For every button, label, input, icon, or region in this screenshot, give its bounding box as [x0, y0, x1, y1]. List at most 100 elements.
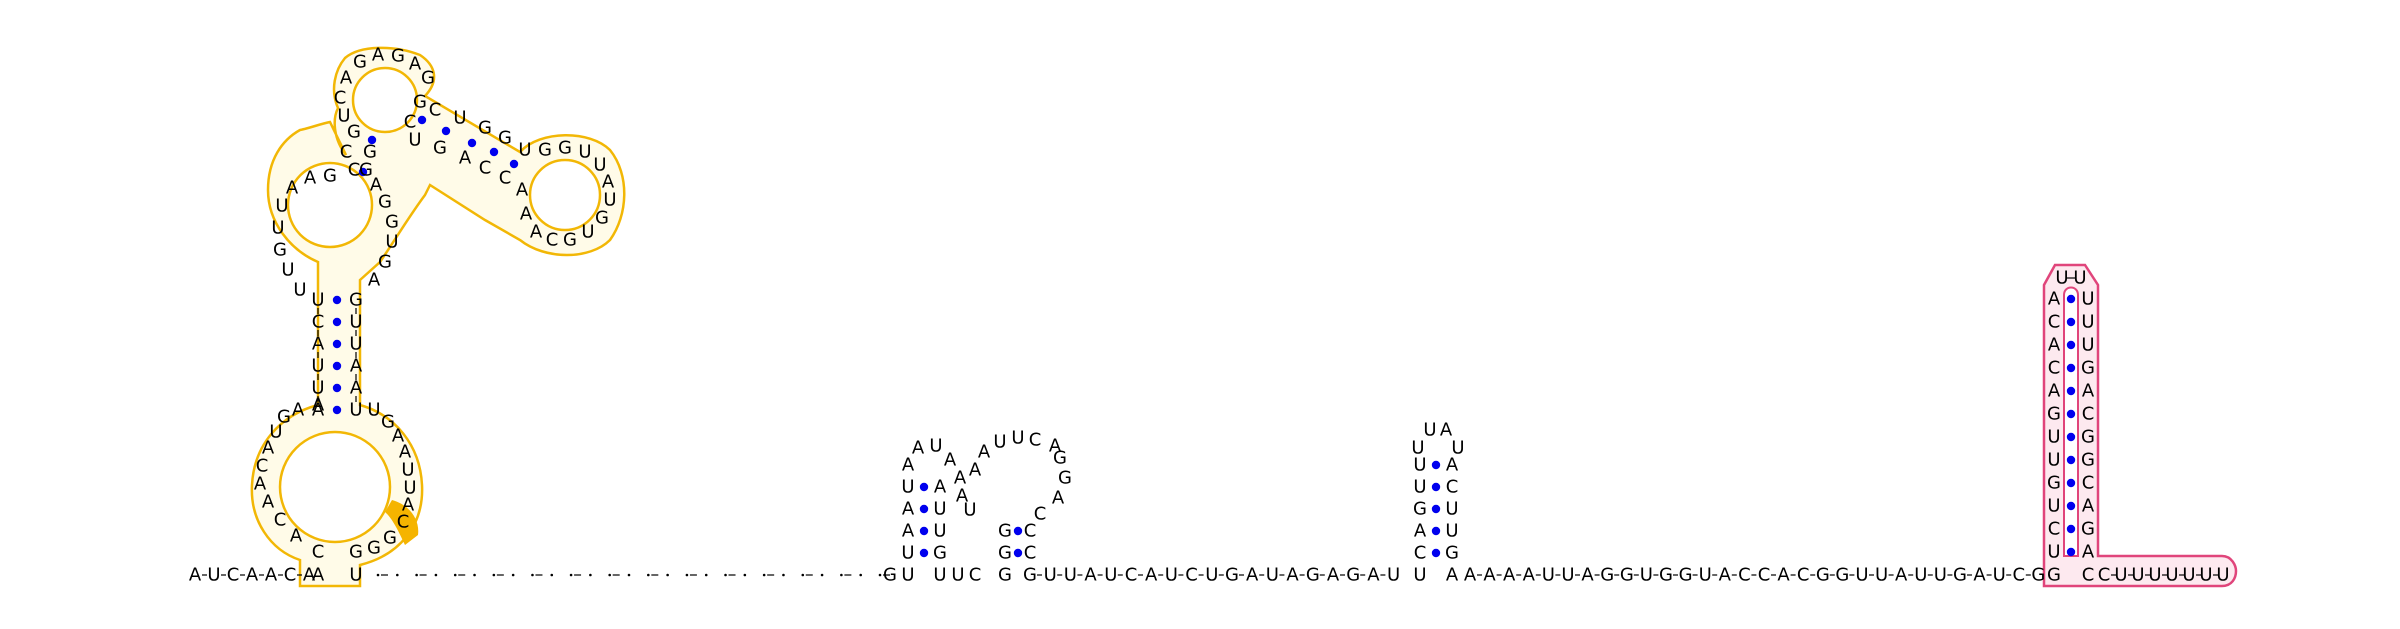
- nucleotide-G: G: [883, 565, 897, 586]
- nucleotide-A: A: [1446, 455, 1459, 476]
- nucleotide-G: G: [998, 543, 1012, 564]
- base-pair-dot: [2066, 317, 2076, 327]
- nucleotide-A: A: [2048, 289, 2061, 310]
- nucleotide-C: C: [227, 565, 240, 586]
- linker-dot: [531, 573, 534, 577]
- nucleotide-A: A: [1440, 420, 1453, 441]
- linker-dot: [492, 573, 496, 577]
- nucleotide-U: U: [408, 130, 421, 151]
- nucleotide-G: G: [933, 543, 947, 564]
- nucleotide-G: G: [498, 128, 512, 149]
- nucleotide-A: A: [2048, 381, 2061, 402]
- base-pair-dot: [919, 504, 929, 514]
- nucleotide-U: U: [349, 334, 362, 355]
- nucleotide-G: G: [273, 240, 287, 261]
- nucleotide-U: U: [2047, 542, 2060, 563]
- nucleotide-U: U: [1451, 438, 1464, 459]
- linker-dot: [434, 573, 438, 577]
- base-pair-dot: [1431, 460, 1441, 470]
- nucleotide-U: U: [2081, 312, 2094, 333]
- nucleotide-G: G: [1346, 565, 1360, 586]
- nucleotide-A: A: [1503, 565, 1516, 586]
- nucleotide-U: U: [349, 400, 362, 421]
- nucleotide-U: U: [603, 190, 616, 211]
- linker-dot: [840, 573, 843, 577]
- nucleotide-G: G: [2081, 519, 2095, 540]
- nucleotide-U: U: [293, 280, 306, 301]
- nucleotide-U: U: [2047, 450, 2060, 471]
- nucleotide-G: G: [1445, 543, 1459, 564]
- nucleotide-U: U: [1914, 565, 1927, 586]
- nucleotide-U: U: [578, 142, 591, 163]
- nucleotide-U: U: [1411, 438, 1424, 459]
- linker-dot: [608, 573, 611, 577]
- base-pair-dot: [332, 295, 342, 305]
- nucleotide-C: C: [2048, 358, 2061, 379]
- nucleotide-U: U: [993, 432, 1006, 453]
- linker-dot: [724, 573, 727, 577]
- nucleotide-A: A: [516, 180, 529, 201]
- nucleotide-A: A: [312, 565, 325, 586]
- nucleotide-A: A: [402, 495, 415, 516]
- nucleotide-G: G: [1816, 565, 1830, 586]
- nucleotide-A: A: [304, 168, 317, 189]
- linker-dot: [685, 573, 689, 577]
- nucleotide-U: U: [337, 106, 350, 127]
- linker-dot: [743, 573, 747, 577]
- nucleotide-U: U: [2081, 335, 2094, 356]
- linker-dot: [762, 573, 766, 577]
- linker-dot: [396, 573, 399, 577]
- gold-inner-hole-middle: [286, 161, 374, 249]
- linker-dot: [511, 573, 515, 577]
- nucleotide-G: G: [2031, 565, 2045, 586]
- nucleotide-U: U: [1445, 499, 1458, 520]
- pink-terminator-outline: [2042, 263, 2238, 588]
- nucleotide-C: C: [256, 456, 269, 477]
- nucleotide-A: A: [246, 565, 259, 586]
- base-pair-dot: [332, 339, 342, 349]
- nucleotide-C: C: [1024, 543, 1037, 564]
- nucleotide-G: G: [1058, 468, 1072, 489]
- nucleotide-U: U: [1542, 565, 1555, 586]
- base-pair-dot: [2066, 501, 2076, 511]
- base-pair-dot: [919, 482, 929, 492]
- nucleotide-G: G: [385, 212, 399, 233]
- nucleotide-A: A: [1084, 565, 1097, 586]
- base-pair-dot: [332, 317, 342, 327]
- nucleotide-G: G: [1225, 565, 1239, 586]
- base-pair-dot: [2066, 363, 2076, 373]
- nucleotide-G: G: [353, 52, 367, 73]
- nucleotide-U: U: [2182, 565, 2195, 586]
- nucleotide-A: A: [1414, 521, 1427, 542]
- nucleotide-A: A: [370, 175, 383, 196]
- linker-dot: [704, 573, 708, 577]
- nucleotide-G: G: [413, 92, 427, 113]
- base-pair-dot: [1013, 526, 1023, 536]
- nucleotide-A: A: [1719, 565, 1732, 586]
- nucleotide-U: U: [2047, 496, 2060, 517]
- base-pair-dot: [1013, 548, 1023, 558]
- highlight-region-pink: [2042, 263, 2238, 588]
- linker-dot: [859, 573, 862, 577]
- nucleotide-U: U: [2216, 565, 2229, 586]
- nucleotide-A: A: [189, 565, 202, 586]
- nucleotide-C: C: [334, 88, 347, 109]
- nucleotide-A: A: [1446, 565, 1459, 586]
- nucleotide-A: A: [2082, 542, 2095, 563]
- backbone-layer: [202, 277, 2218, 577]
- nucleotide-G: G: [998, 565, 1012, 586]
- nucleotide-A: A: [290, 526, 303, 547]
- base-pair-dot: [1431, 526, 1441, 536]
- nucleotide-U: U: [1875, 565, 1888, 586]
- pink-terminator-inner: [2063, 286, 2079, 557]
- nucleotide-U: U: [1640, 565, 1653, 586]
- base-pair-dot: [2066, 524, 2076, 534]
- nucleotide-A: A: [954, 468, 967, 489]
- nucleotide-G: G: [2047, 473, 2061, 494]
- nucleotide-A: A: [1483, 565, 1496, 586]
- nucleotide-U: U: [2047, 427, 2060, 448]
- nucleotide-U: U: [1011, 428, 1024, 449]
- nucleotide-U: U: [2148, 565, 2161, 586]
